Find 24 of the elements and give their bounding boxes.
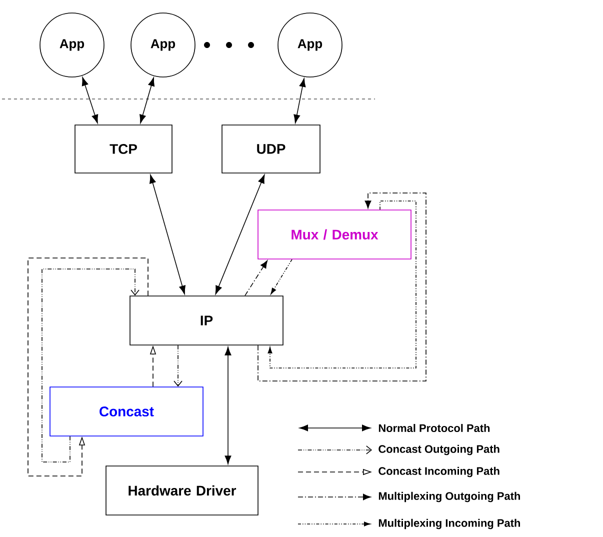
protocol-box: UDP	[222, 124, 320, 174]
arrow	[268, 200, 416, 368]
arrow	[244, 260, 268, 296]
arrow	[42, 268, 140, 462]
arrow	[82, 77, 98, 124]
protocol-box: TCP	[74, 124, 172, 174]
legend-label: Concast Outgoing Path	[378, 444, 500, 456]
arrow	[174, 345, 182, 387]
arrow	[224, 346, 232, 464]
arrow	[215, 174, 265, 294]
arrow	[270, 259, 292, 294]
arrow	[28, 258, 148, 476]
arrow	[294, 78, 306, 124]
concast-box: Concast	[50, 386, 204, 436]
legend-label: Concast Incoming Path	[378, 466, 500, 478]
legend-label: Normal Protocol Path	[378, 424, 490, 432]
arrow	[150, 174, 186, 294]
legend-label: Multiplexing Incoming Path	[378, 518, 520, 530]
legend-label: Multiplexing Outgoing Path	[378, 492, 520, 502]
driver-box: Hardware Driver	[106, 466, 258, 516]
protocol-box: IP	[130, 296, 284, 346]
arrow	[258, 192, 426, 382]
mux-box: Mux / Demux	[258, 210, 412, 260]
arrow	[140, 77, 155, 124]
